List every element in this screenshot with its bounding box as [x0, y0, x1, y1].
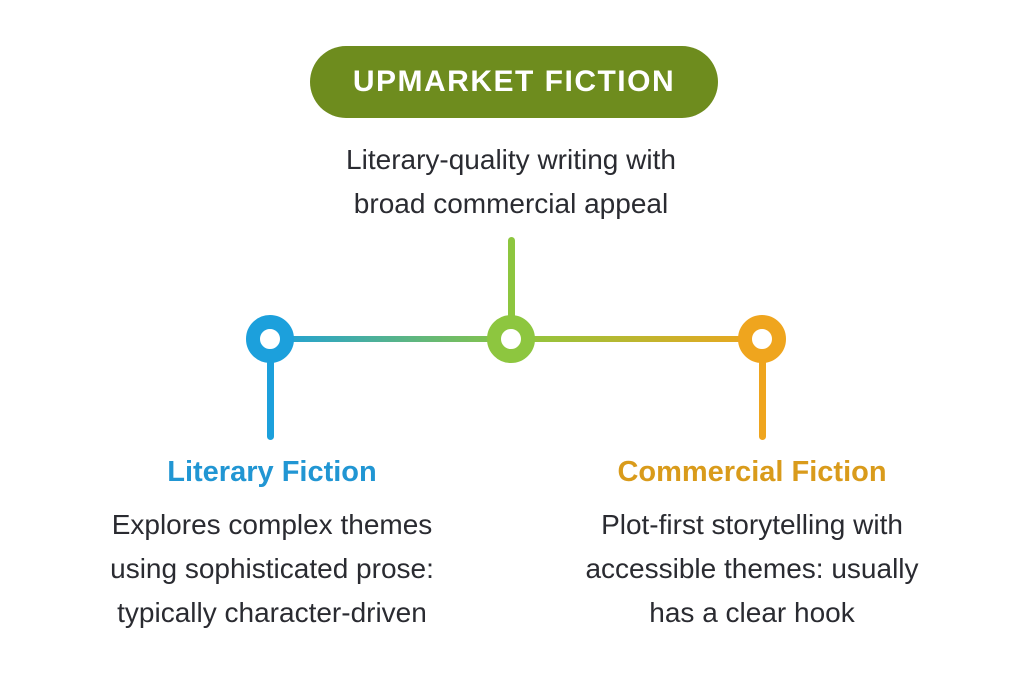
commercial-fiction-description: Plot-first storytelling with accessible … — [537, 503, 967, 635]
subtitle-line-1: Literary-quality writing with — [346, 144, 676, 175]
commercial-description-line-1: Plot-first storytelling with — [601, 509, 903, 540]
left-drop-line — [267, 339, 274, 440]
literary-fiction-label: Literary Fiction — [167, 456, 377, 488]
upmarket-fiction-node-icon — [487, 315, 535, 363]
literary-description-line-1: Explores complex themes — [111, 509, 433, 540]
commercial-description-line-3: has a clear hook — [649, 597, 855, 628]
diagram-subtitle: Literary-quality writing with broad comm… — [261, 138, 761, 226]
literary-fiction-description: Explores complex themes using sophistica… — [57, 503, 487, 635]
commercial-fiction-label: Commercial Fiction — [617, 456, 887, 488]
right-drop-line — [759, 339, 766, 440]
subtitle-line-2: broad commercial appeal — [353, 188, 669, 219]
commercial-description-line-2: accessible themes: usually — [585, 553, 919, 584]
literary-fiction-branch: Literary Fiction Explores complex themes… — [57, 456, 487, 635]
commercial-fiction-node-icon — [738, 315, 786, 363]
center-stem-line — [508, 237, 515, 341]
literary-fiction-node-icon — [246, 315, 294, 363]
literary-description-line-2: using sophisticated prose: — [110, 553, 434, 584]
title-pill: UPMARKET FICTION — [310, 46, 718, 118]
literary-description-line-3: typically character-driven — [117, 597, 427, 628]
diagram-title: UPMARKET FICTION — [352, 65, 676, 98]
commercial-fiction-branch: Commercial Fiction Plot-first storytelli… — [537, 456, 967, 635]
